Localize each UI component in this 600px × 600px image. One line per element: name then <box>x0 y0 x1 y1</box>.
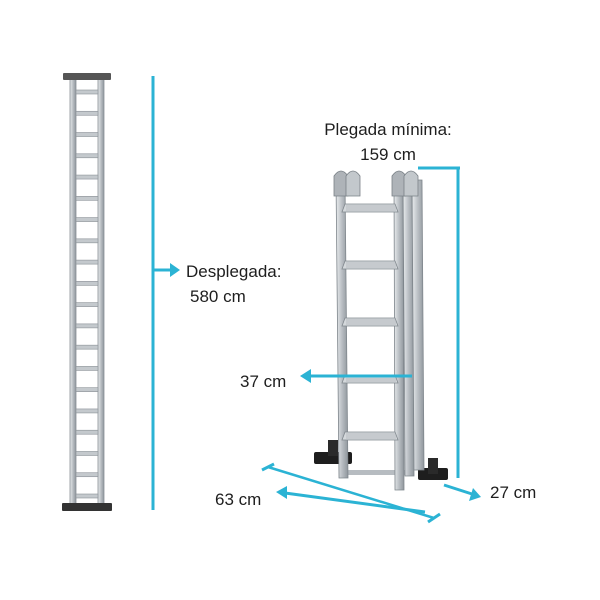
extended-ladder-left-rail <box>69 75 77 509</box>
extended-ladder-rung <box>75 429 99 435</box>
base-depth-label: 27 cm <box>490 483 537 502</box>
extended-ladder-rung <box>75 238 99 244</box>
folded-ladder-hinge-left-2 <box>345 170 361 197</box>
unfolded-arrow-head <box>170 263 180 277</box>
rung-width-label: 37 cm <box>240 372 287 391</box>
base-width-label: 63 cm <box>215 490 262 509</box>
folded-ladder-base-rail <box>342 470 412 475</box>
extended-ladder-right-rail <box>97 75 105 509</box>
extended-ladder-rung <box>75 217 99 222</box>
extended-ladder-rung <box>75 196 99 201</box>
base-width-arrow-head <box>276 486 287 499</box>
base-depth-line <box>443 483 473 496</box>
extended-ladder-rung <box>75 132 99 137</box>
extended-ladder-rung <box>75 366 99 371</box>
extended-ladder-rung <box>75 281 99 286</box>
folded-height-value: 159 cm <box>360 145 416 164</box>
extended-ladder-rung <box>75 153 99 159</box>
folded-ladder-foot-left-post <box>328 440 338 456</box>
extended-ladder-rung <box>75 89 99 95</box>
folded-height-title: Plegada mínima: <box>324 120 452 139</box>
unfolded-height-marker <box>151 76 180 510</box>
folded-ladder-steps <box>341 203 399 441</box>
folded-ladder-back-right-rail-2 <box>411 179 425 471</box>
folded-ladder-foot-right-post <box>428 458 438 474</box>
extended-ladder-rung <box>75 344 99 350</box>
extended-ladder-rung <box>75 472 99 478</box>
base-depth-marker <box>443 483 481 501</box>
extended-ladder-rung <box>75 174 99 180</box>
rung-width-arrow-head <box>300 369 311 383</box>
base-width-marker <box>261 462 441 524</box>
extended-ladder-rung <box>75 493 99 499</box>
extended-ladder-bottom-foot <box>62 503 112 511</box>
extended-ladder-rung <box>75 451 99 456</box>
folded-height-marker <box>418 166 460 478</box>
base-width-pointer <box>284 491 426 514</box>
folded-ladder <box>314 170 448 491</box>
extended-ladder <box>62 73 112 511</box>
unfolded-height-title: Desplegada: <box>186 262 282 281</box>
unfolded-height-value: 580 cm <box>190 287 246 306</box>
rung-width-marker <box>300 369 412 383</box>
folded-ladder-hinge-right-2 <box>403 170 419 197</box>
extended-ladder-top-cap <box>63 73 111 80</box>
extended-ladder-rung <box>75 323 99 329</box>
folded-ladder-front-right-rail <box>393 179 405 491</box>
extended-ladder-rung <box>75 259 99 265</box>
extended-ladder-rung <box>75 110 99 116</box>
extended-ladder-rung <box>75 387 99 392</box>
extended-ladder-rung <box>75 302 99 307</box>
base-depth-arrow-head <box>469 488 481 501</box>
extended-ladder-rung <box>75 408 99 414</box>
extended-ladder-rungs <box>75 89 99 499</box>
